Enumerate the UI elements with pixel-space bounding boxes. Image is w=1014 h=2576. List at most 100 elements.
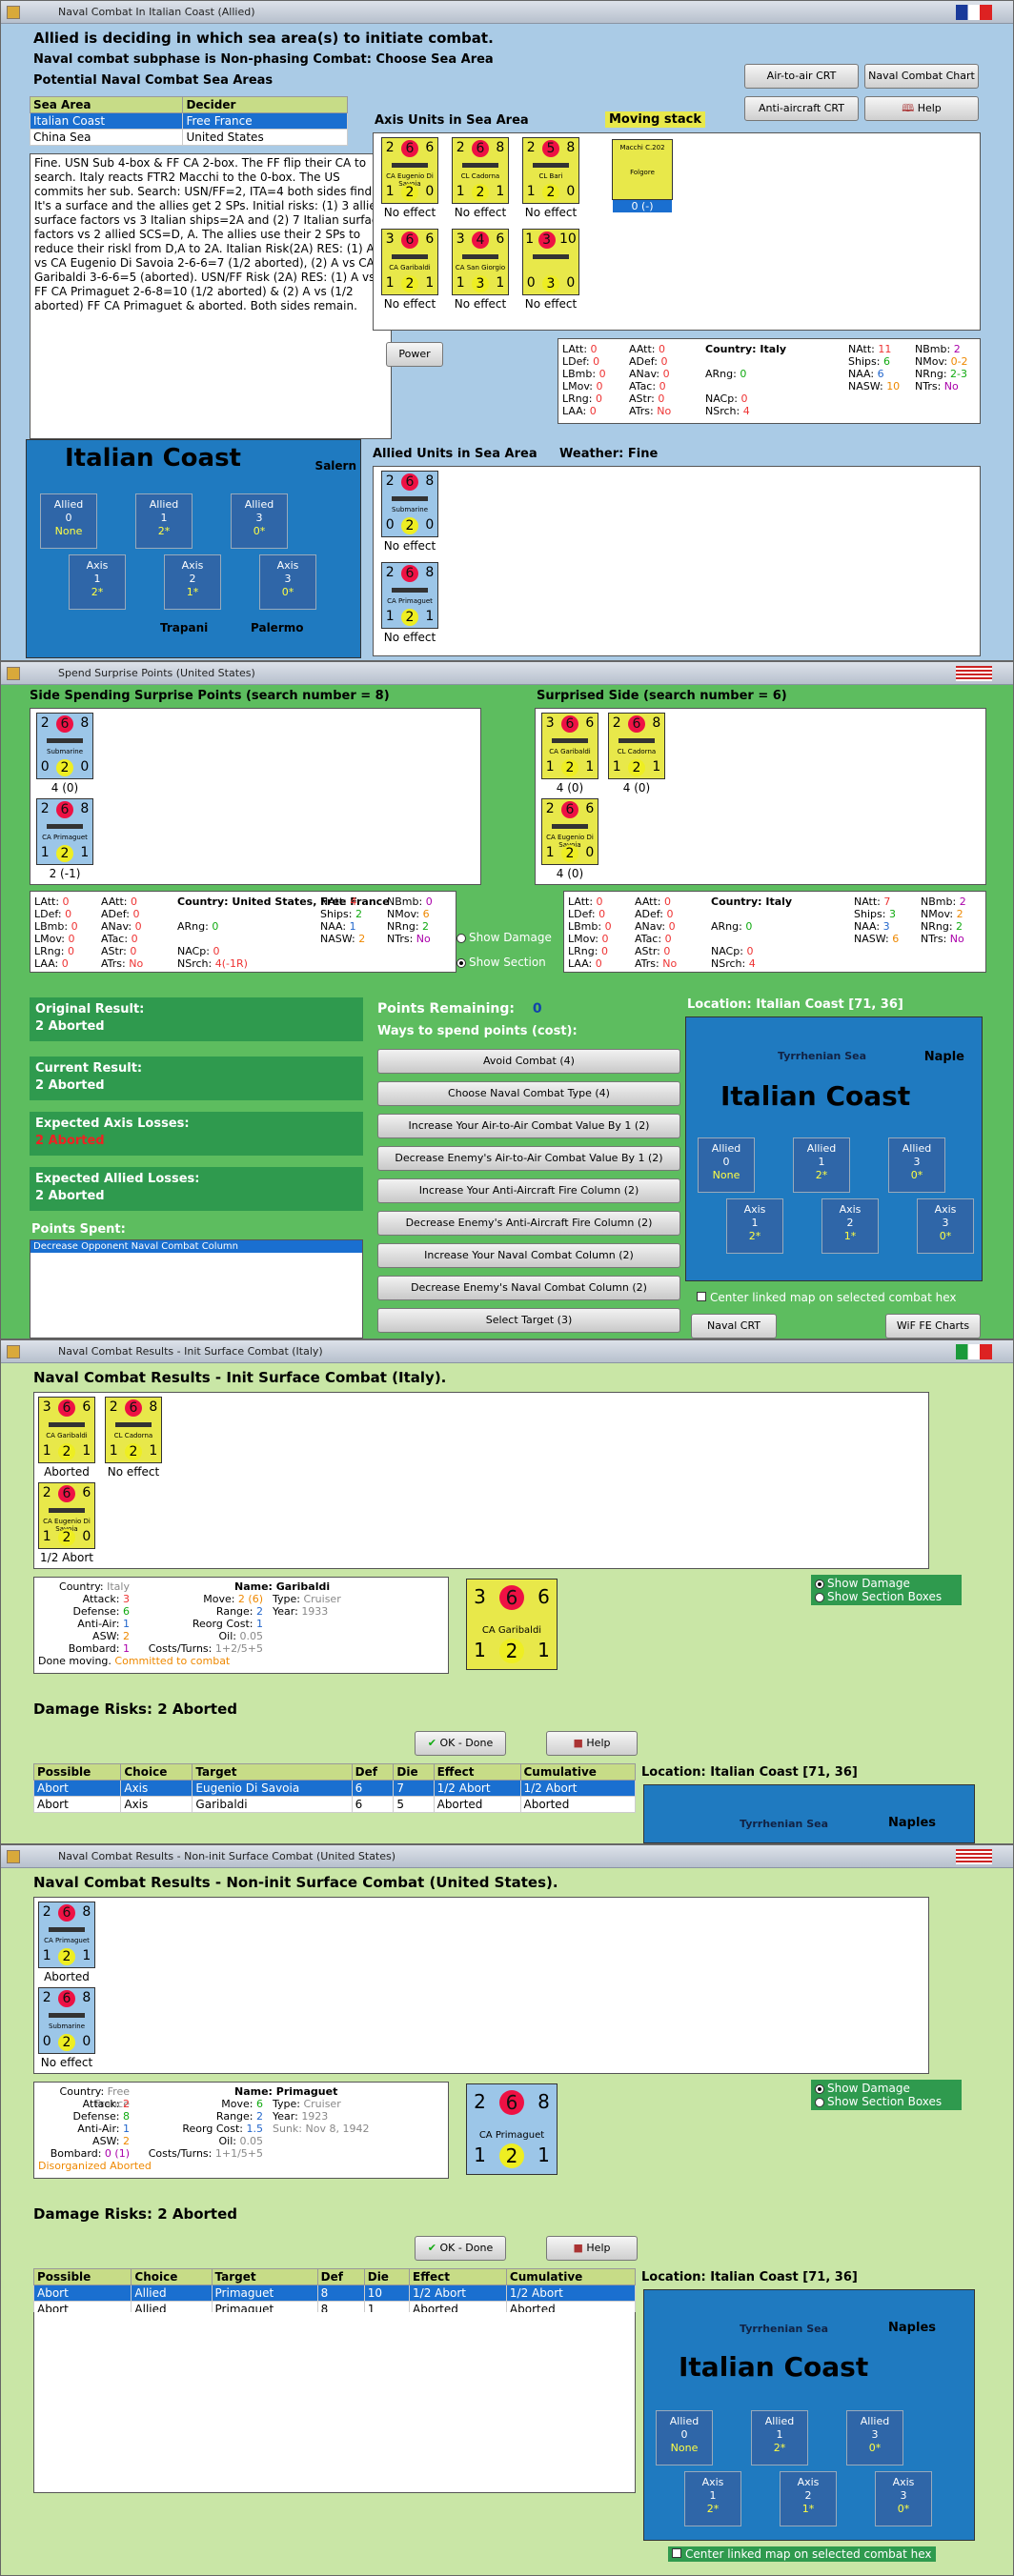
spend-option-button[interactable]: Increase Your Air-to-Air Combat Value By… [377, 1114, 680, 1138]
help-button[interactable]: ■ Help [546, 1731, 638, 1756]
counter-value: 1 [80, 845, 90, 860]
info-label: Country: [59, 1580, 108, 1593]
title-bar: Naval Combat Results - Non-init Surface … [1, 1845, 1013, 1868]
stat-item: AAtt: 0 [635, 896, 671, 908]
center-map-checkbox[interactable]: Center linked map on selected combat hex [697, 1291, 957, 1304]
moving-stack-counter[interactable]: Macchi C.202 Folgore 0 (-) [612, 139, 673, 212]
points-remaining-label: Points Remaining: 0 [377, 1001, 542, 1016]
naval-crt-button[interactable]: Naval CRT [691, 1314, 777, 1338]
center-map-checkbox[interactable]: Center linked map on selected combat hex [668, 2546, 936, 2562]
info-value: Italy [107, 1580, 130, 1593]
show-damage-option[interactable]: Show Damage [456, 931, 552, 944]
info-value: 2 [123, 2098, 130, 2110]
info-item: Anti-Air: 1 [34, 1618, 130, 1630]
spend-option-button[interactable]: Select Target (3) [377, 1308, 680, 1333]
unit-name: CL Cadorna [460, 172, 500, 180]
spend-option-button[interactable]: Increase Your Naval Combat Column (2) [377, 1243, 680, 1268]
stat-label: ATac: [635, 933, 662, 945]
counter-value: 2 [42, 1485, 51, 1500]
info-label: Country: [59, 2085, 108, 2098]
show-section-label: Show Section [469, 956, 546, 969]
spend-option-button[interactable]: Decrease Enemy's Air-to-Air Combat Value… [377, 1146, 680, 1171]
linked-map[interactable]: Tyrrhenian Sea Naples [643, 1784, 975, 1843]
power-button[interactable]: Power [386, 342, 443, 367]
ok-done-button[interactable]: ✔ OK - Done [415, 1731, 506, 1756]
spend-option-button[interactable]: Decrease Enemy's Anti-Aircraft Fire Colu… [377, 1211, 680, 1236]
wif-fe-charts-button[interactable]: WiF FE Charts [885, 1314, 981, 1338]
help-button[interactable]: 🕮 Help [864, 96, 979, 121]
show-damage-option[interactable]: Show Damage [815, 1577, 958, 1590]
counter-value: 2 [42, 1990, 51, 2005]
anti-aircraft-crt-button[interactable]: Anti-aircraft CRT [744, 96, 859, 121]
linked-map[interactable]: Tyrrhenian Sea Naple Italian Coast Allie… [685, 1016, 983, 1281]
naval-combat-chart-button[interactable]: Naval Combat Chart [864, 64, 979, 89]
help-button[interactable]: ■ Help [546, 2236, 638, 2261]
spend-option-button[interactable]: Avoid Combat (4) [377, 1049, 680, 1074]
stat-label: Ships: [848, 355, 881, 368]
stat-country: Country: Italy [711, 896, 793, 908]
counter-value: 2 [55, 845, 73, 862]
notes-text[interactable]: Fine. USN Sub 4-box & FF CA 2-box. The F… [30, 153, 392, 439]
points-spent-item[interactable]: Decrease Opponent Naval Combat Column [30, 1240, 362, 1253]
points-spent-list[interactable]: Decrease Opponent Naval Combat Column [30, 1239, 363, 1338]
stat-item: NAtt: 11 [848, 343, 891, 355]
box-number: 1 [709, 2489, 717, 2502]
show-section-option[interactable]: Show Section Boxes [815, 2095, 958, 2108]
show-section-option[interactable]: Show Section Boxes [815, 1590, 958, 1603]
column-header: Def [316, 2268, 365, 2285]
linked-map[interactable]: Italian Coast Salern Trapani Palermo All… [26, 439, 361, 658]
linked-map[interactable]: Tyrrhenian Sea Naples Italian Coast Alli… [643, 2289, 975, 2541]
counter-value: 10 [558, 231, 577, 247]
ok-done-button[interactable]: ✔ OK - Done [415, 2236, 506, 2261]
flag-icon [956, 5, 992, 20]
spend-option-button[interactable]: Choose Naval Combat Type (4) [377, 1081, 680, 1106]
box-value: 0* [897, 2503, 910, 2515]
show-section-option[interactable]: Show Section [456, 956, 546, 969]
spend-option-button[interactable]: Increase Your Anti-Aircraft Fire Column … [377, 1178, 680, 1203]
show-damage-option[interactable]: Show Damage [815, 2082, 958, 2095]
air-to-air-crt-button[interactable]: Air-to-air CRT [744, 64, 859, 89]
spend-option-button[interactable]: Decrease Enemy's Naval Combat Column (2) [377, 1276, 680, 1300]
